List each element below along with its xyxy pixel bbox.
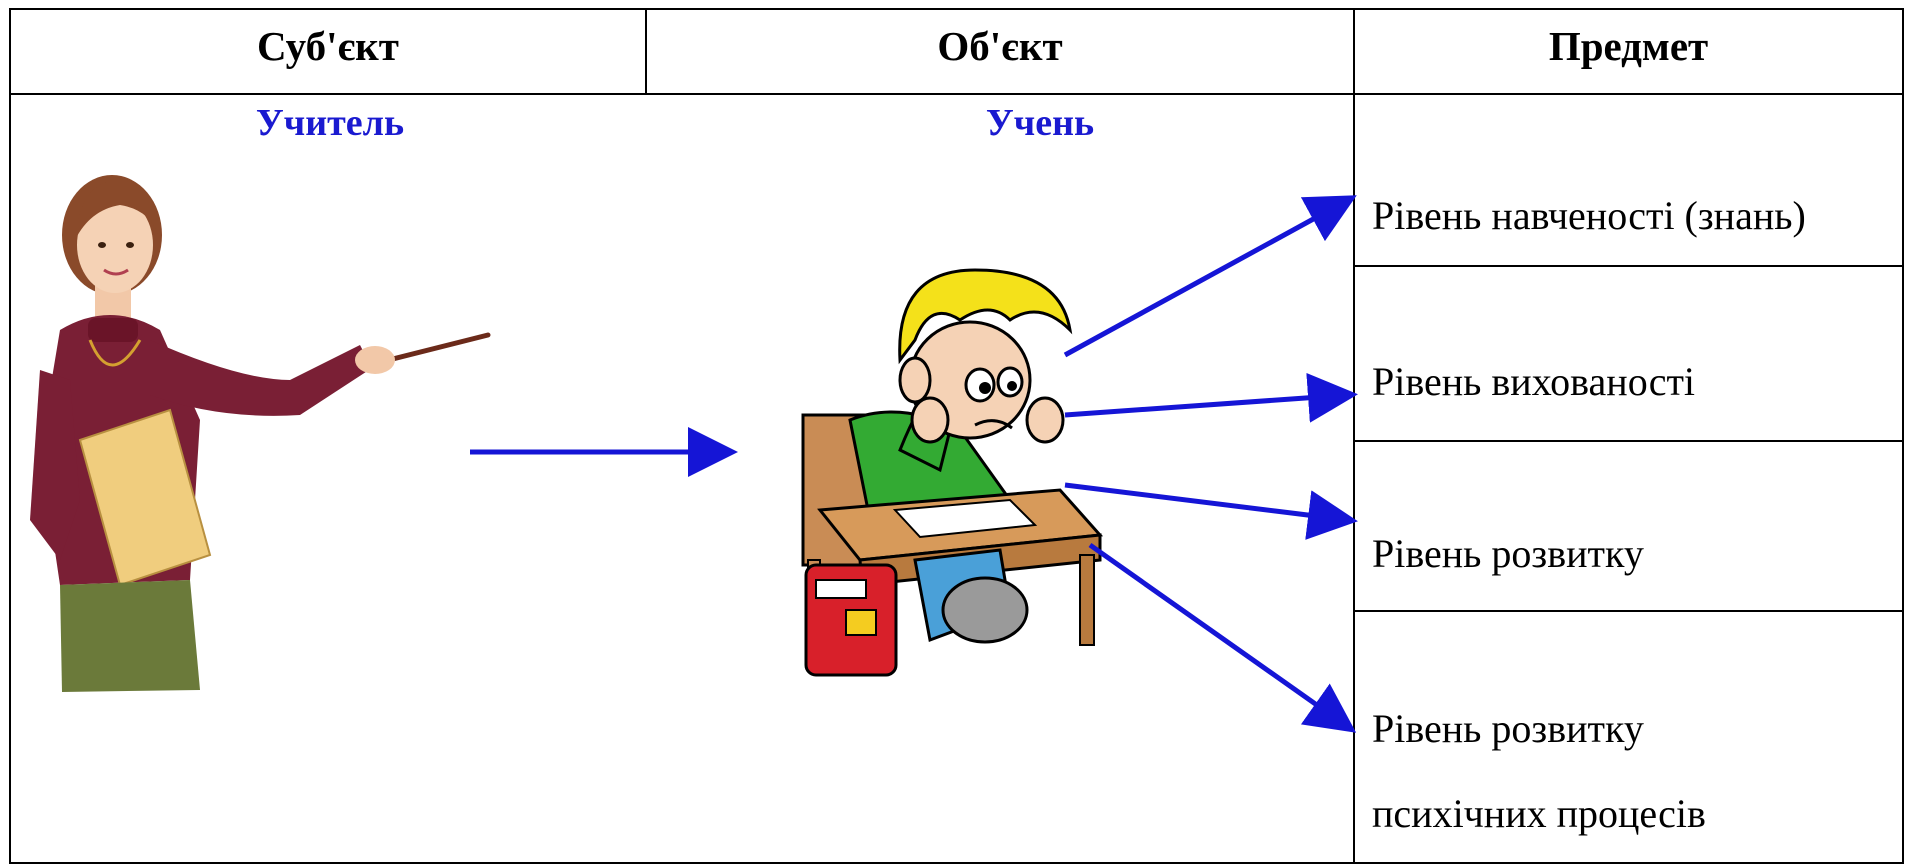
subject-label: Учитель bbox=[255, 102, 405, 144]
topic-item-mental-development: Рівень розвитку bbox=[1372, 706, 1644, 751]
header-subject: Суб'єкт bbox=[257, 23, 399, 69]
topic-item-knowledge: Рівень навченості (знань) bbox=[1372, 193, 1806, 238]
arrow-to-upbringing bbox=[1064, 372, 1358, 423]
arrow-to-mental-processes bbox=[1088, 542, 1357, 733]
arrow-to-knowledge bbox=[1063, 195, 1357, 358]
object-label: Учень bbox=[985, 102, 1095, 144]
topic-item-mental-processes: психічних процесів bbox=[1372, 791, 1706, 836]
header-topic: Предмет bbox=[1548, 23, 1709, 69]
arrow-to-development bbox=[1064, 482, 1358, 540]
header-object: Об'єкт bbox=[937, 23, 1063, 69]
topic-item-development: Рівень розвитку bbox=[1372, 531, 1644, 576]
topic-item-upbringing: Рівень вихованості bbox=[1372, 359, 1696, 404]
